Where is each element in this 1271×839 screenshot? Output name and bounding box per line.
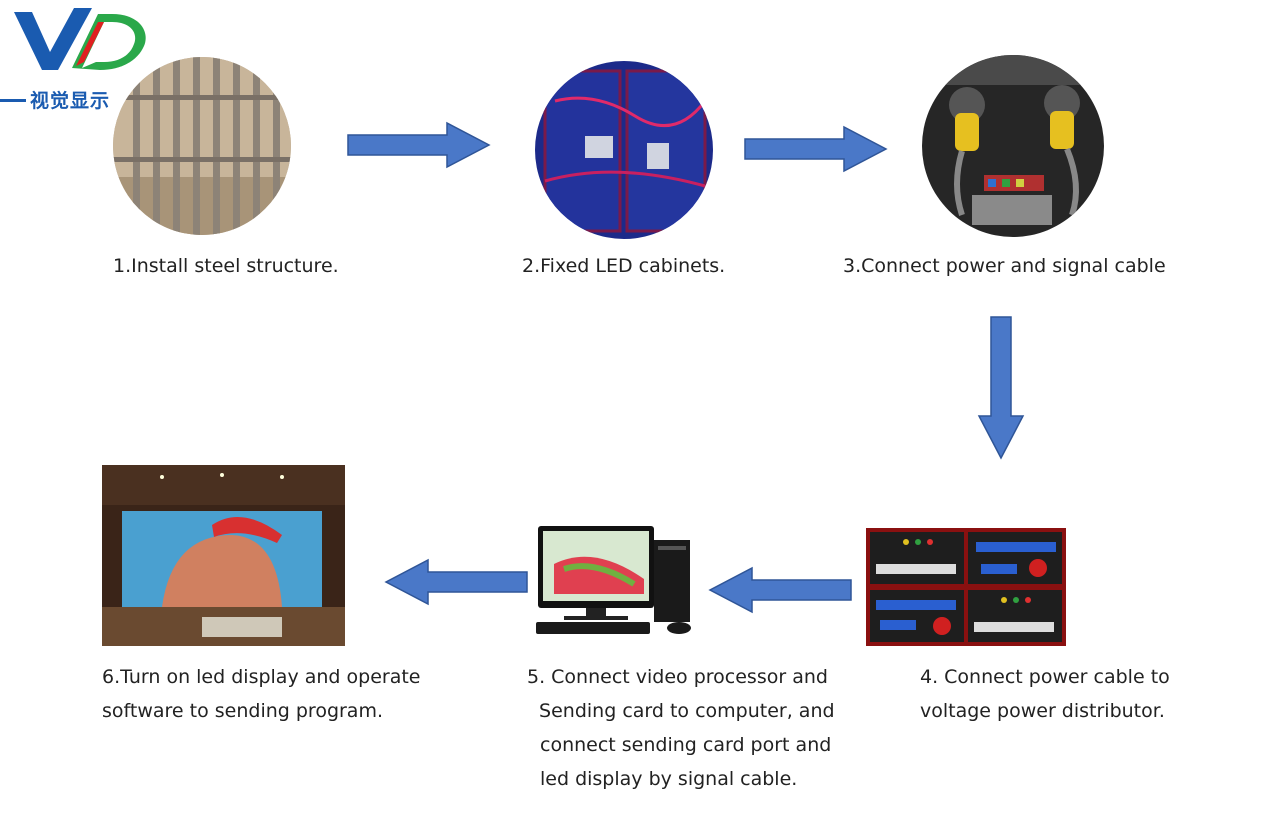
step5-image-computer (534, 524, 702, 638)
step6-image-led-display-hall (102, 465, 345, 646)
step1-image-steel-structure (113, 57, 291, 235)
logo-rule-left (0, 99, 26, 102)
step2-caption: 2.Fixed LED cabinets. (522, 255, 726, 277)
step3-caption: 3.Connect power and signal cable (843, 255, 1166, 277)
step3-image-power-signal-cables (922, 55, 1104, 237)
step4-caption-line: voltage power distributor. (920, 700, 1165, 722)
step4-caption: 4. Connect power cable to voltage power … (920, 660, 1170, 728)
step4-caption-line: 4. Connect power cable to (920, 666, 1170, 688)
step5-caption-line: 5. Connect video processor and (527, 666, 828, 688)
arrow-down-3-to-4 (977, 316, 1025, 460)
step6-caption-line: 6.Turn on led display and operate (102, 666, 421, 688)
vd-logo-mark (14, 8, 146, 70)
step5-caption-line: connect sending card port and (540, 734, 832, 756)
arrow-right-2-to-3 (744, 125, 888, 173)
step5-caption-line: led display by signal cable. (540, 768, 798, 790)
company-logo: 视觉显示 (0, 0, 170, 120)
arrow-right-1-to-2 (347, 121, 491, 169)
step1-caption: 1.Install steel structure. (113, 255, 339, 277)
step5-caption-line: Sending card to computer, and (533, 700, 835, 722)
step6-caption: 6.Turn on led display and operate softwa… (102, 660, 420, 728)
logo-text: 视觉显示 (30, 90, 111, 112)
arrow-left-5-to-6 (384, 558, 528, 606)
step4-image-power-distributor (866, 528, 1066, 646)
step5-caption: 5. Connect video processor and Sending c… (527, 660, 835, 796)
arrow-left-4-to-5 (708, 566, 852, 614)
step6-caption-line: software to sending program. (102, 700, 384, 722)
step2-image-led-cabinets (535, 61, 713, 239)
